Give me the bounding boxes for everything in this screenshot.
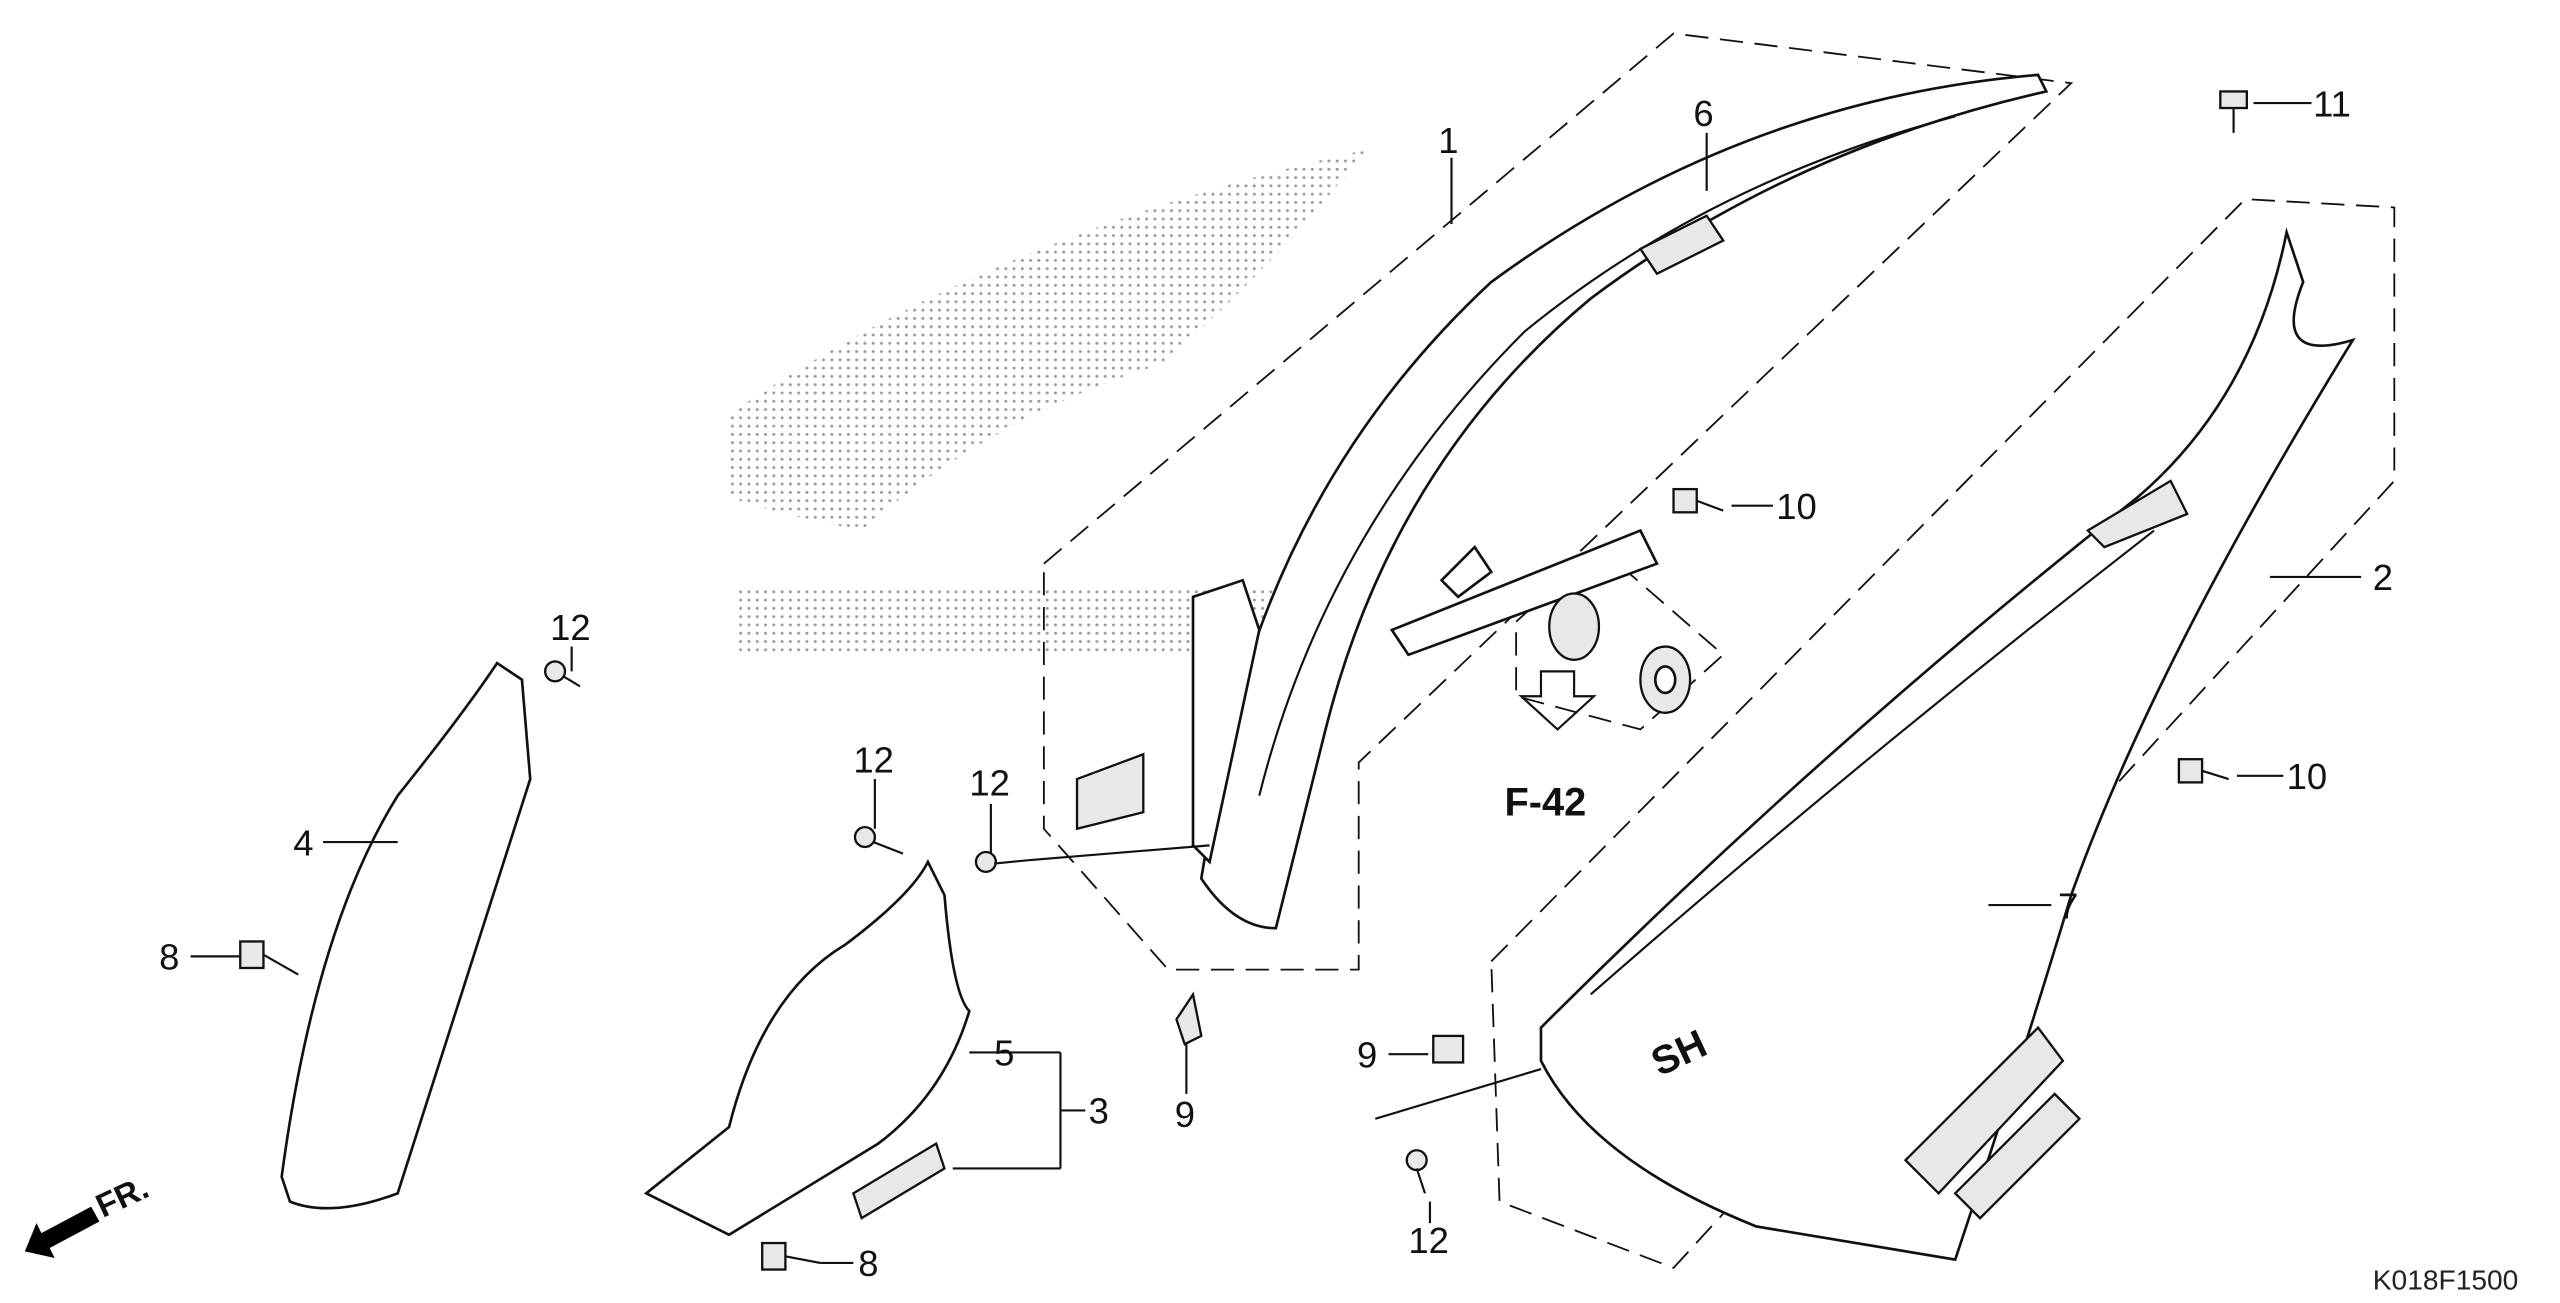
callout-6: 6: [1693, 93, 1713, 134]
callout-12a: 12: [550, 607, 591, 648]
reference-f42: F-42: [1505, 781, 1587, 825]
honda-logo-watermark: [729, 149, 1367, 655]
callout-5: 5: [994, 1033, 1014, 1074]
callout-12d: 12: [1408, 1220, 1449, 1261]
callout-9a: 9: [1175, 1094, 1195, 1135]
callout-10a: 10: [1776, 486, 1817, 527]
front-arrow-icon: [24, 1206, 100, 1258]
callout-3: 3: [1089, 1091, 1109, 1132]
assembly-box-1: [1042, 32, 2074, 971]
callout-10b: 10: [2287, 756, 2328, 797]
front-direction-indicator: FR.: [24, 1169, 154, 1258]
callout-labels: 1 6 11 10 2 10 12 4 8 12 12 5 3 9 9 7 12…: [159, 83, 2393, 1284]
callout-1: 1: [1438, 120, 1458, 161]
diagram-code: K018F1500: [2373, 1264, 2519, 1295]
leader-lines: [190, 101, 2362, 1264]
callout-12c: 12: [969, 763, 1010, 804]
callout-7: 7: [2058, 885, 2078, 926]
front-label: FR.: [90, 1169, 154, 1225]
callout-8a: 8: [159, 937, 179, 978]
part-rear-center-cover: [1075, 73, 2049, 930]
callout-11: 11: [2313, 83, 2351, 124]
part-emblem-3: [851, 1141, 946, 1220]
grommet-parts: [1548, 592, 1692, 714]
callout-12b: 12: [853, 739, 894, 780]
callout-9b: 9: [1357, 1034, 1377, 1075]
reference-arrow-icon: [1518, 670, 1597, 731]
callout-2: 2: [2373, 557, 2393, 598]
part-lower-cover: [643, 858, 971, 1237]
callout-8b: 8: [858, 1243, 878, 1284]
part-side-panel-left: [280, 661, 532, 1210]
callout-4: 4: [293, 822, 313, 863]
part-body-cover-right: SH: [1539, 227, 2356, 1262]
fasteners: [239, 90, 2248, 1271]
